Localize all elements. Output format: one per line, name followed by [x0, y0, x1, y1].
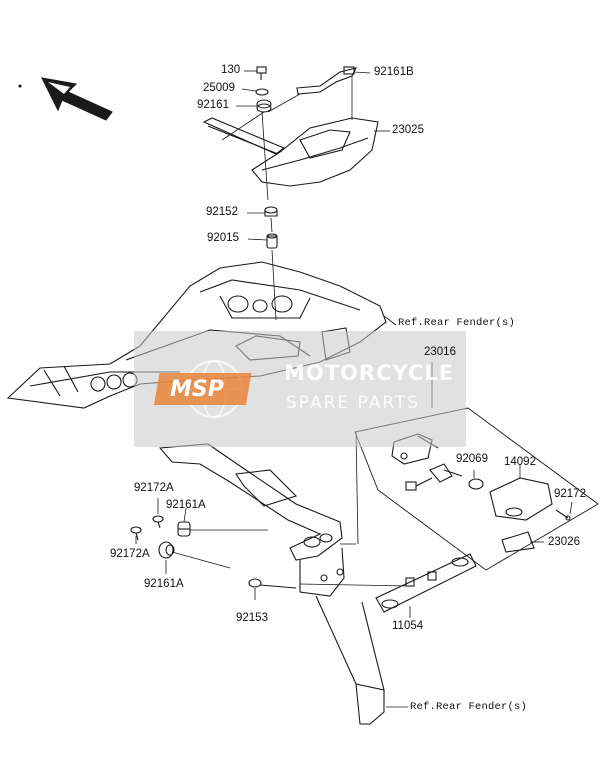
watermark-badge-text: MSP: [170, 377, 224, 402]
plate-lamp-bracket-11054: [375, 553, 477, 613]
collar-92152: [264, 206, 278, 217]
seat-cowl-23025: [202, 117, 379, 187]
bushing-92015: [266, 233, 278, 249]
label-23025: 23025: [392, 124, 424, 136]
grommet-92161a-bottom: [158, 541, 175, 559]
bolt-130: [256, 66, 267, 80]
label-92161: 92161: [197, 99, 229, 111]
screw-92153: [248, 578, 297, 589]
label-92161b: 92161B: [374, 66, 414, 78]
grommet-92161: [256, 99, 272, 113]
washer-25009: [255, 88, 269, 96]
watermark-line2: SPARE PARTS: [286, 393, 421, 413]
screw-92172a-top: [152, 515, 164, 529]
bulb-92069: [468, 478, 484, 490]
label-92172: 92172: [554, 488, 586, 500]
assembly-lines: [221, 76, 353, 321]
label-130: 130: [221, 64, 241, 76]
label-92153: 92153: [236, 612, 268, 624]
ref-rear-fender-upper: Ref.Rear Fender(s): [398, 317, 516, 329]
grommet-92161a-top: [177, 521, 191, 537]
label-92015: 92015: [207, 232, 239, 244]
screw-92172: [555, 509, 571, 521]
socket-92069: [405, 463, 463, 491]
label-92172a-bottom: 92172A: [110, 548, 150, 560]
watermark-line1: MOTORCYCLE: [284, 361, 455, 385]
label-23026: 23026: [548, 536, 580, 548]
label-92161a-top: 92161A: [166, 499, 206, 511]
ref-rear-fender-lower: Ref.Rear Fender(s): [410, 701, 528, 713]
lens-14092: [489, 477, 553, 521]
front-direction-arrow-icon: [18, 77, 113, 121]
screw-92172a-bottom: [130, 526, 142, 541]
label-14092: 14092: [504, 456, 536, 468]
label-23016: 23016: [424, 346, 456, 358]
license-plate-bracket: [158, 443, 385, 725]
label-92152: 92152: [206, 206, 238, 218]
label-25009: 25009: [203, 82, 235, 94]
msp-badge-icon: [153, 360, 252, 418]
reflector-23026: [501, 531, 535, 553]
watermark: MSP MOTORCYCLE SPARE PARTS: [134, 331, 466, 447]
label-92069: 92069: [456, 453, 488, 465]
label-92161a-bottom: 92161A: [144, 578, 184, 590]
label-92172a-top: 92172A: [134, 482, 174, 494]
label-11054: 11054: [392, 620, 424, 632]
bracket-92161b: [296, 66, 358, 95]
